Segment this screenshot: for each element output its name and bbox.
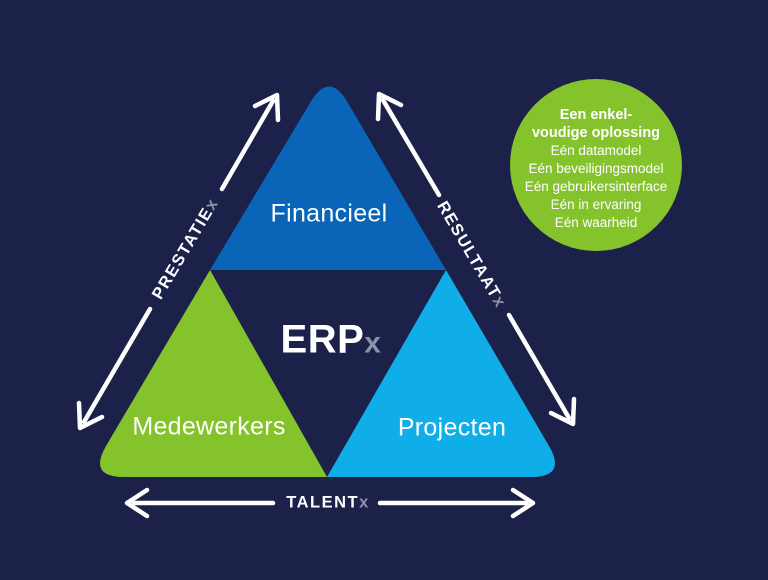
left-arrow-lower-shaft	[81, 306, 153, 425]
callout-item: Eén in ervaring	[550, 197, 642, 212]
erpx-wordmark: ERPx	[281, 318, 382, 363]
bottom-arrow-left-head-icon	[124, 487, 150, 519]
projecten-triangle-shape	[327, 270, 555, 477]
talent-edge-label: TALENTx	[286, 494, 370, 513]
left-arrow-upper-shaft	[219, 98, 276, 192]
erpx-suffix-x: x	[364, 326, 382, 360]
callout-circle-shape	[510, 79, 682, 251]
right-arrow-up-head-icon	[375, 91, 404, 122]
callout-title-line1: Een enkel-	[559, 107, 633, 123]
erpx-brand-text: ERP	[280, 317, 365, 362]
left-arrow-up-head-icon	[252, 92, 281, 123]
left-arrow-down-head-icon	[76, 400, 105, 431]
medewerkers-triangle-shape	[100, 270, 327, 477]
right-edge-arrow	[375, 91, 577, 427]
callout-title-line2: voudige oplossing	[531, 125, 661, 141]
financieel-label: Financieel	[270, 199, 388, 228]
right-arrow-lower-shaft	[506, 312, 572, 421]
callout-item: Eén datamodel	[550, 143, 642, 158]
right-arrow-upper-shaft	[380, 97, 442, 198]
talent-suffix-x: x	[359, 493, 370, 512]
talent-text: TALENT	[286, 493, 360, 512]
right-arrow-down-head-icon	[548, 396, 577, 427]
medewerkers-label: Medewerkers	[132, 412, 286, 441]
callout-item: Eén gebruikersinterface	[524, 179, 668, 194]
bottom-edge-arrow	[124, 487, 536, 519]
left-edge-arrow	[76, 92, 281, 431]
callout-item: Eén waarheid	[554, 215, 638, 230]
callout-item: Eén beveiligingsmodel	[528, 161, 664, 176]
financieel-triangle-shape	[210, 86, 446, 270]
callout-text-block: Een enkel- voudige oplossing Eén datamod…	[525, 106, 668, 232]
bottom-arrow-right-head-icon	[510, 487, 536, 519]
projecten-label: Projecten	[397, 413, 507, 442]
